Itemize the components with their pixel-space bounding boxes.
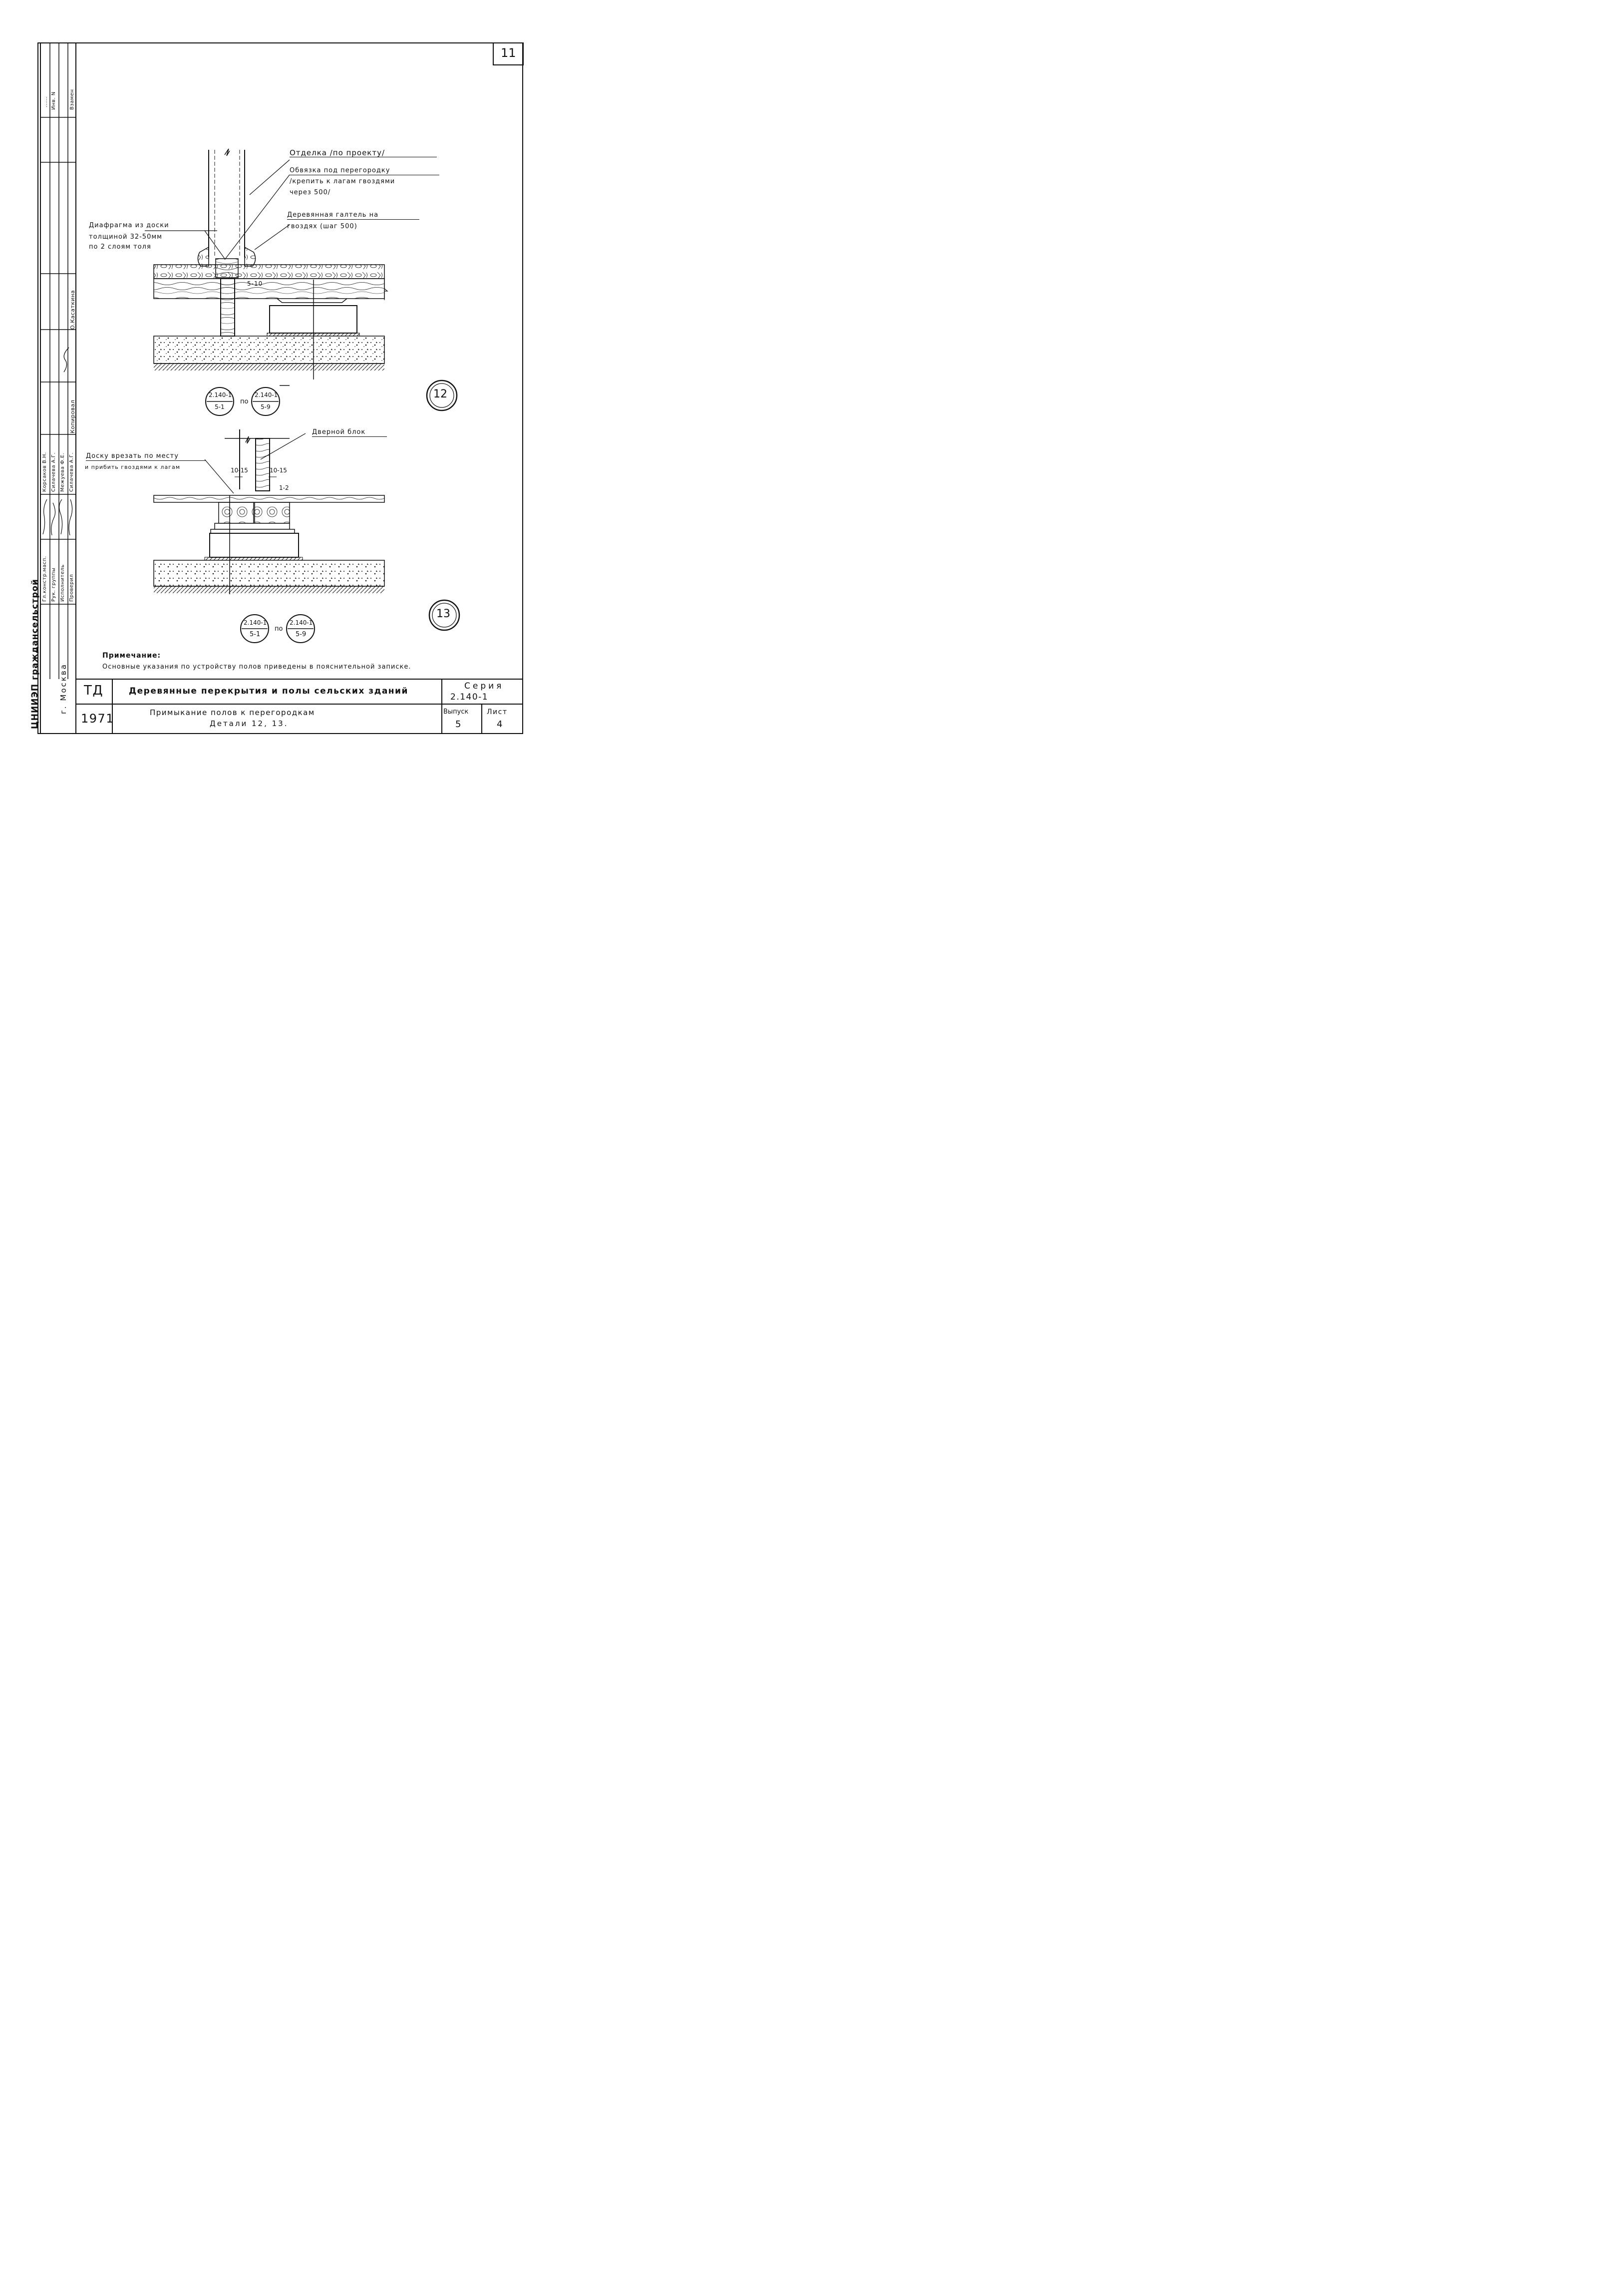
role-2: Рук. группы (51, 567, 56, 602)
drawing-frame (37, 42, 523, 734)
ref13-sep: по (275, 625, 283, 633)
label-binding-2: /крепить к лагам гвоздями (290, 178, 395, 185)
ref12-1-bottom: 5-1 (215, 403, 225, 410)
ref12-sep: по (240, 398, 249, 405)
detail-13-marker (428, 599, 460, 631)
ref13-1-top: 2.140-1 (244, 619, 267, 626)
signatures (42, 499, 73, 536)
label-door: Дверной блок (312, 428, 387, 437)
note-text: Основные указания по устройству полов пр… (102, 663, 411, 671)
label-diaphragm-3: по 2 слоям толя (89, 243, 151, 251)
tb-code: ТД (84, 683, 104, 698)
label-binding-3: через 500/ (290, 189, 331, 196)
org-name: ЦНИИЭП грaжданcельстрой (30, 579, 40, 729)
label-fillet-2: гвоздях (шаг 500) (287, 223, 357, 230)
ref13-2-bottom: 5-9 (296, 631, 307, 638)
tb-series-value: 2.140-1 (450, 692, 489, 702)
tb-sheet-value: 4 (497, 719, 503, 730)
detail-12-drawing (145, 148, 388, 379)
tb-subtitle2: Детали 12, 13. (210, 719, 289, 728)
name-3: Межуева Ф.Е. (60, 452, 65, 492)
label-fillet-1: Деревянная галтель на (287, 211, 419, 220)
role-3: Исполнитель (60, 564, 65, 602)
copier-name: О.Касаткина (69, 290, 76, 330)
ref12-1-top: 2.140-1 (209, 391, 232, 398)
ref12-2-top: 2.140-1 (255, 391, 278, 398)
note-title: Примечание: (102, 652, 161, 660)
ref-bubbles-12 (205, 385, 290, 416)
role-1: Гл.констр.масп. (42, 556, 47, 602)
tb-subtitle: Примыкание полов к перегородкам (150, 708, 315, 717)
tb-sheet-label: Лист (487, 708, 508, 716)
gap-dim-12: 5-10 (247, 280, 263, 287)
detail-12-number: 12 (433, 388, 447, 400)
name-4: Силачева А.Г. (69, 452, 74, 492)
vzamen-label: Взамен (69, 89, 75, 110)
label-board-2: и прибить гвоздями к лагам (85, 464, 181, 470)
tb-year: 1971 (81, 712, 115, 726)
ref12-2-bottom: 5-9 (261, 403, 271, 410)
margin-dots: ...... (43, 96, 48, 107)
tb-series-label: Серия (464, 681, 504, 691)
tb-issue-value: 5 (455, 719, 462, 730)
name-1: Корсаков В.Н. (42, 452, 47, 492)
label-binding-1: Обвязка под перегородку (290, 167, 439, 175)
tb-issue-label: Выпуск (443, 708, 469, 716)
detail-13-drawing (153, 429, 385, 594)
ref13-1-bottom: 5-1 (250, 631, 261, 638)
dim-left-13: 10-15 (231, 467, 248, 474)
detail-12-marker (426, 379, 458, 411)
ref-bubbles-13 (240, 614, 315, 643)
label-finish: Отделка /по проекту/ (290, 149, 437, 157)
role-4: Проверил (69, 574, 74, 602)
label-board-1: Доску врезать по месту (86, 452, 206, 461)
ref13-2-top: 2.140-1 (290, 619, 313, 626)
dim-gap-13: 1-2 (279, 484, 289, 491)
name-2: Силачева А.Г. (51, 452, 56, 492)
copy-label: Копировал (69, 399, 76, 433)
tb-title: Деревянные перекрытия и полы сельских зд… (129, 686, 408, 696)
detail-13-number: 13 (436, 608, 450, 620)
copier-signature (63, 347, 69, 373)
inv-label: Инв. N (51, 91, 56, 110)
label-diaphragm-1: Диафрагма из доски (89, 222, 169, 229)
label-diaphragm-2: толщиной 32-50мм (89, 233, 162, 241)
dim-right-13: 10-15 (270, 467, 287, 474)
frame-lines (40, 42, 524, 733)
sheet-number: 11 (501, 46, 516, 60)
city-name: г. Москва (59, 663, 68, 714)
